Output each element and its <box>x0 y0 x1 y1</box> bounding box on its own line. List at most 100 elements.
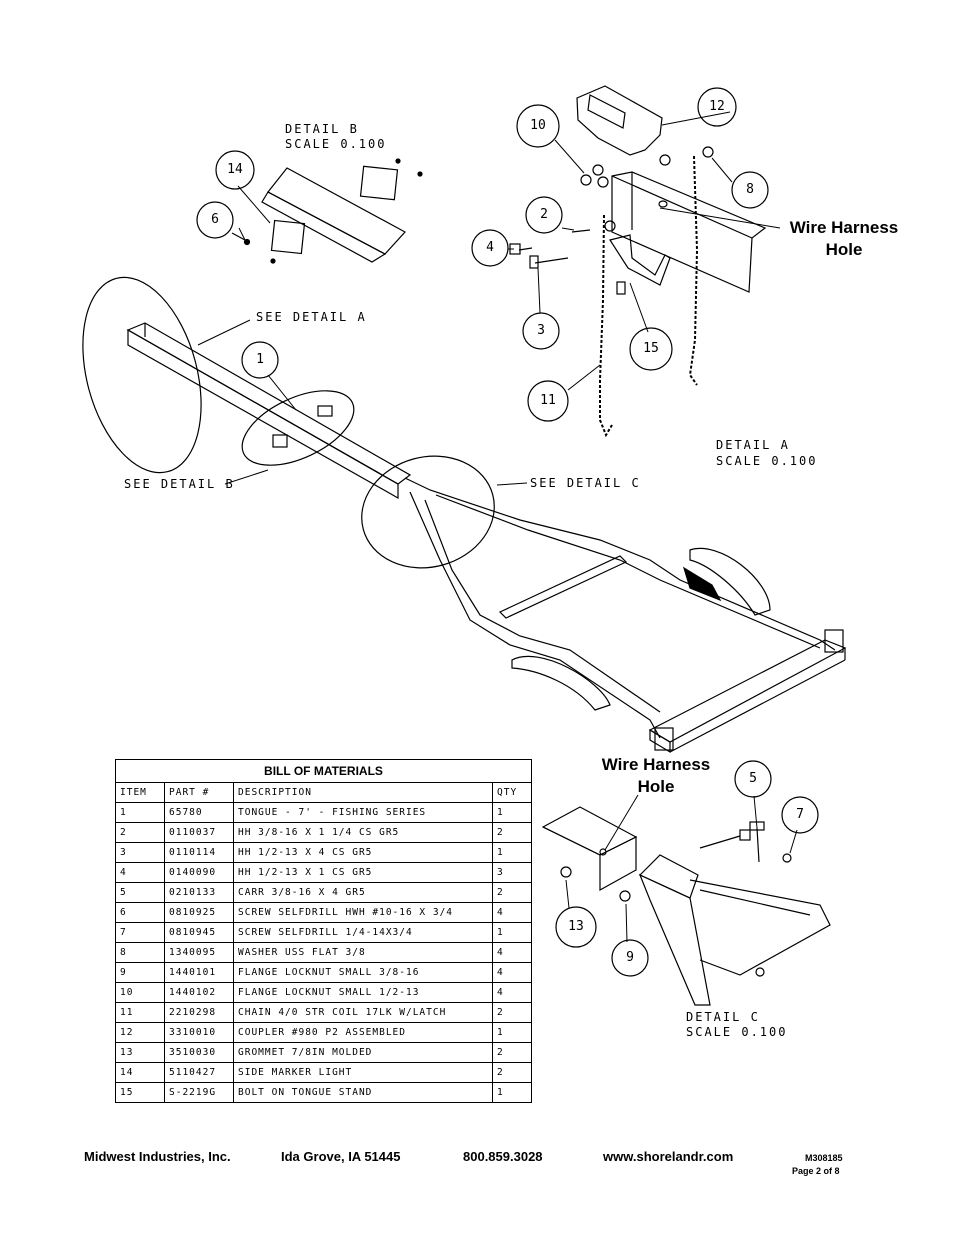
bom-part: 65780 <box>164 802 234 823</box>
bom-qty: 4 <box>492 902 532 923</box>
bom-qty: 4 <box>492 962 532 983</box>
wire-harness-bottom-line1: Wire Harness <box>601 755 711 774</box>
bom-description: WASHER USS FLAT 3/8 <box>233 942 493 963</box>
bom-item: 9 <box>115 962 165 983</box>
detail-b-title: DETAIL B <box>285 122 359 136</box>
bom-description: BOLT ON TONGUE STAND <box>233 1082 493 1103</box>
bom-item: 11 <box>115 1002 165 1023</box>
bom-part: 1340095 <box>164 942 234 963</box>
bom-part: 0210133 <box>164 882 234 903</box>
detail-a-title: DETAIL A <box>716 438 790 452</box>
bom-description: FLANGE LOCKNUT SMALL 1/2-13 <box>233 982 493 1003</box>
balloon-12: 12 <box>709 99 725 114</box>
detail-c-drawing <box>541 806 831 1006</box>
bom-part: 0810945 <box>164 922 234 943</box>
wire-harness-top-line2: Hole <box>825 240 863 259</box>
bom-part: 3510030 <box>164 1042 234 1063</box>
bom-item: 10 <box>115 982 165 1003</box>
bom-qty: 1 <box>492 1022 532 1043</box>
detail-a-scale: SCALE 0.100 <box>716 454 818 468</box>
bom-qty: 1 <box>492 802 532 823</box>
balloon-2: 2 <box>540 207 548 222</box>
bom-item: 1 <box>115 802 165 823</box>
bom-part: 0140090 <box>164 862 234 883</box>
bom-description: HH 1/2-13 X 4 CS GR5 <box>233 842 493 863</box>
bom-item: 14 <box>115 1062 165 1083</box>
balloon-10: 10 <box>530 118 546 133</box>
bom-qty: 4 <box>492 982 532 1003</box>
footer-website: www.shorelandr.com <box>603 1149 734 1164</box>
bom-item: 7 <box>115 922 165 943</box>
bom-qty: 1 <box>492 1082 532 1103</box>
bom-header-item: ITEM <box>115 782 165 803</box>
bom-part: 2210298 <box>164 1002 234 1023</box>
bom-item: 6 <box>115 902 165 923</box>
see-detail-a-label: SEE DETAIL A <box>256 310 367 324</box>
bom-description: TONGUE - 7' - FISHING SERIES <box>233 802 493 823</box>
bom-part: 1440102 <box>164 982 234 1003</box>
bom-part: 1440101 <box>164 962 234 983</box>
bom-part: 0110114 <box>164 842 234 863</box>
balloon-6: 6 <box>211 212 219 227</box>
bom-header-qty: QTY <box>492 782 532 803</box>
bom-description: SIDE MARKER LIGHT <box>233 1062 493 1083</box>
balloon-3: 3 <box>537 323 545 338</box>
balloon-4: 4 <box>486 240 494 255</box>
balloon-8: 8 <box>746 182 754 197</box>
bom-qty: 2 <box>492 1062 532 1083</box>
balloon-14: 14 <box>227 162 243 177</box>
wire-harness-bottom-line2: Hole <box>637 777 675 796</box>
detail-c-title: DETAIL C <box>686 1010 760 1024</box>
bom-item: 5 <box>115 882 165 903</box>
bom-qty: 2 <box>492 1042 532 1063</box>
bom-description: HH 3/8-16 X 1 1/4 CS GR5 <box>233 822 493 843</box>
detail-c-scale: SCALE 0.100 <box>686 1025 788 1039</box>
bom-description: CHAIN 4/0 STR COIL 17LK W/LATCH <box>233 1002 493 1023</box>
bom-qty: 2 <box>492 822 532 843</box>
balloon-circles <box>196 87 819 977</box>
footer-doc-number: M308185 <box>805 1153 843 1163</box>
footer-city: Ida Grove, IA 51445 <box>281 1149 401 1164</box>
bom-part: S-2219G <box>164 1082 234 1103</box>
footer-page-number: Page 2 of 8 <box>792 1166 840 1176</box>
wire-harness-top-line1: Wire Harness <box>789 218 899 237</box>
bom-title: BILL OF MATERIALS <box>115 759 532 783</box>
bom-qty: 2 <box>492 882 532 903</box>
bom-header-description: DESCRIPTION <box>233 782 493 803</box>
balloon-5: 5 <box>749 771 757 786</box>
bom-item: 2 <box>115 822 165 843</box>
bom-qty: 3 <box>492 862 532 883</box>
bom-qty: 4 <box>492 942 532 963</box>
detail-a-drawing <box>509 85 767 438</box>
bom-item: 15 <box>115 1082 165 1103</box>
bill-of-materials-table: BILL OF MATERIALS ITEM PART # DESCRIPTIO… <box>115 759 532 1103</box>
balloon-1: 1 <box>256 352 264 367</box>
detail-b-drawing <box>231 158 423 264</box>
wire-harness-callout-top: Wire Harness Hole <box>780 217 908 261</box>
bom-description: HH 1/2-13 X 1 CS GR5 <box>233 862 493 883</box>
bom-item: 4 <box>115 862 165 883</box>
bom-item: 12 <box>115 1022 165 1043</box>
bom-item: 8 <box>115 942 165 963</box>
footer-phone: 800.859.3028 <box>463 1149 543 1164</box>
balloon-11: 11 <box>540 393 556 408</box>
detail-b-scale: SCALE 0.100 <box>285 137 387 151</box>
bom-qty: 2 <box>492 1002 532 1023</box>
see-detail-c-label: SEE DETAIL C <box>530 476 641 490</box>
see-detail-b-label: SEE DETAIL B <box>124 477 235 491</box>
bom-description: SCREW SELFDRILL HWH #10-16 X 3/4 <box>233 902 493 923</box>
bom-description: CARR 3/8-16 X 4 GR5 <box>233 882 493 903</box>
